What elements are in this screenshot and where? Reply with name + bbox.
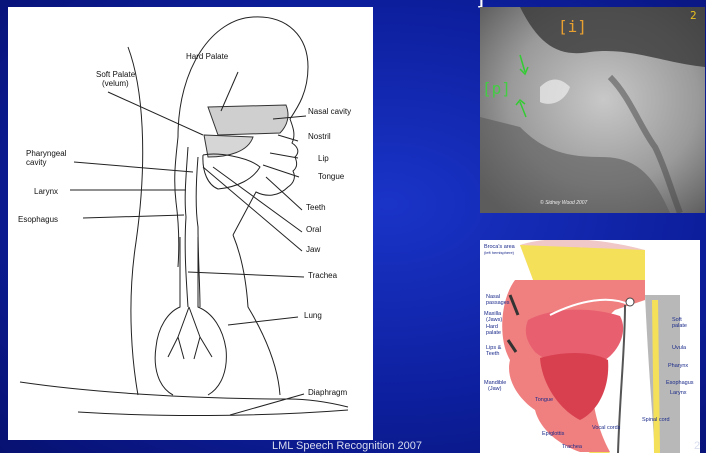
vocal-tract-diagram: Soft Palate (velum) Hard Palate Nasal ca… bbox=[8, 7, 373, 440]
xray-credit: © Sidney Wood 2007 bbox=[540, 201, 587, 206]
cd-label-epiglottis: Epiglottis bbox=[542, 432, 564, 438]
cd-label-brocas-sub: (left hemisphere) bbox=[484, 251, 514, 255]
cd-label-vocal-cords: Vocal cords bbox=[592, 426, 620, 432]
cd-label-passages: passages bbox=[486, 301, 510, 307]
phone-i-label: [i] bbox=[558, 17, 587, 36]
label-pharyngeal: Pharyngeal bbox=[26, 150, 66, 158]
cd-label-spinal-cord: Spinal cord bbox=[642, 418, 670, 424]
label-cavity: cavity bbox=[26, 159, 46, 167]
cd-label-trachea: Trachea bbox=[562, 445, 582, 451]
label-teeth: Teeth bbox=[306, 204, 326, 212]
label-tongue: Tongue bbox=[318, 173, 344, 181]
vocal-tract-drawing bbox=[8, 7, 373, 440]
label-oral: Oral bbox=[306, 226, 321, 234]
cd-label-pharynx: Pharynx bbox=[668, 364, 688, 370]
slide-footer: LML Speech Recognition 2007 bbox=[272, 440, 422, 452]
label-trachea: Trachea bbox=[308, 272, 337, 280]
cd-label-mandible-sub: (Jaw) bbox=[488, 387, 501, 393]
label-hard-palate: Hard Palate bbox=[186, 53, 228, 61]
label-larynx: Larynx bbox=[34, 188, 58, 196]
label-velum: (velum) bbox=[102, 80, 129, 88]
cd-label-soft-palate: palate bbox=[672, 324, 687, 330]
cd-label-tongue: Tongue bbox=[535, 398, 553, 404]
cd-label-larynx: Larynx bbox=[670, 391, 687, 397]
xray-image: [i] [p] 2 © Sidney Wood 2007 bbox=[480, 7, 705, 213]
label-lung: Lung bbox=[304, 312, 322, 320]
label-nasal-cavity: Nasal cavity bbox=[308, 108, 351, 116]
cd-label-esophagus: Esophagus bbox=[666, 381, 694, 387]
label-diaphragm: Diaphragm bbox=[308, 389, 347, 397]
phone-p-label: [p] bbox=[482, 79, 511, 98]
xray-picture bbox=[480, 7, 705, 213]
label-nostril: Nostril bbox=[308, 133, 331, 141]
slide-number: 2 bbox=[694, 440, 700, 452]
cd-label-teeth: Teeth bbox=[486, 352, 499, 358]
color-anatomy-diagram: Broca's area (left hemisphere) Nasal pas… bbox=[480, 240, 700, 453]
xray-corner-number: 2 bbox=[690, 9, 697, 22]
label-jaw: Jaw bbox=[306, 246, 320, 254]
label-esophagus: Esophagus bbox=[18, 216, 58, 224]
cd-label-maxilla-sub: (Jaws) bbox=[486, 318, 502, 324]
cd-label-uvula: Uvula bbox=[672, 346, 686, 352]
label-lip: Lip bbox=[318, 155, 329, 163]
cd-label-palate: palate bbox=[486, 331, 501, 337]
label-soft-palate: Soft Palate bbox=[96, 71, 135, 79]
